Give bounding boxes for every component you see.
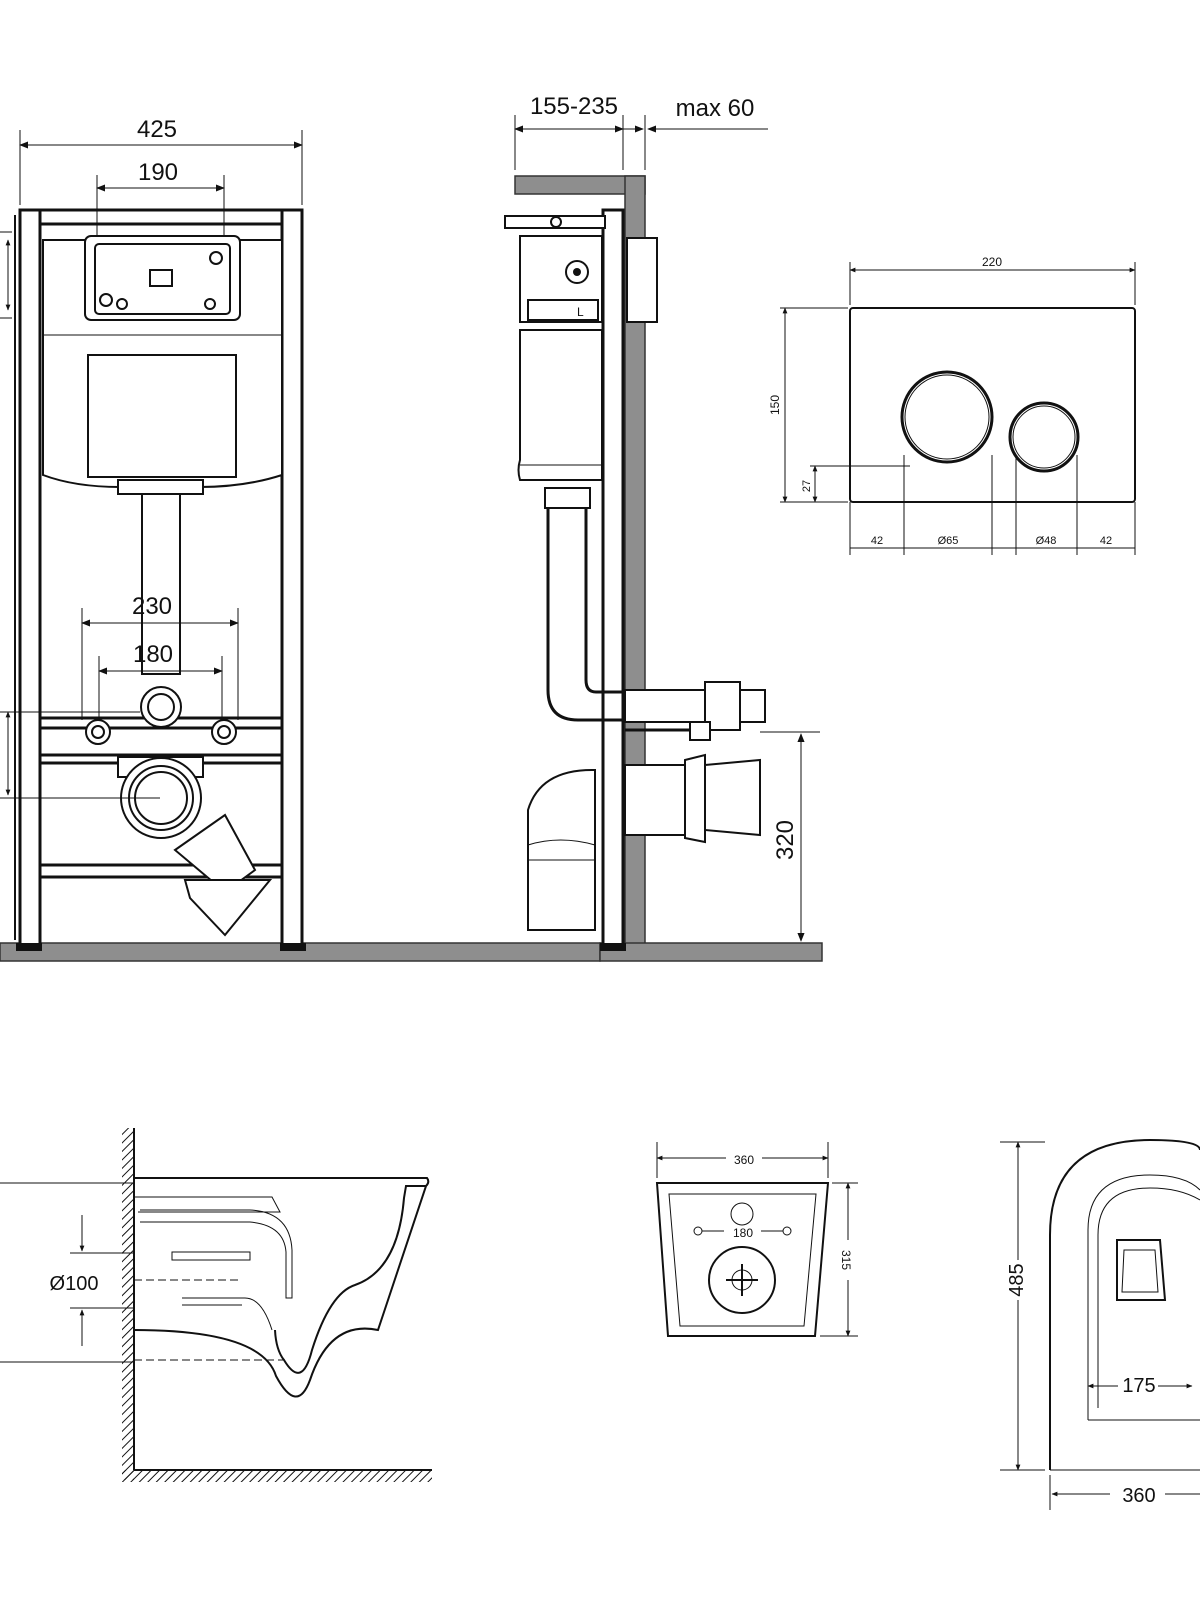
toilet-top-view: 485 175 360	[1000, 1138, 1200, 1510]
frame-upright-left	[18, 208, 42, 950]
toilet-rear-view: 180 360 315	[655, 1142, 858, 1337]
top-outlet	[1116, 1239, 1167, 1301]
dim-margin-left: 42	[871, 535, 883, 547]
dim-rear-bolts: 180	[733, 1226, 753, 1240]
dim-panel-width: 190	[138, 159, 178, 186]
waste-bend-side	[527, 769, 596, 931]
dim-top-length: 485	[1006, 1263, 1028, 1296]
dim-button-small: Ø48	[1036, 535, 1057, 547]
dim-rear-height: 315	[839, 1250, 853, 1270]
frame-front-view: 425 190 230 180	[0, 116, 601, 962]
dim-plate-width: 220	[982, 255, 1002, 269]
rear-outline	[655, 1182, 830, 1337]
flush-plate-drawing: 220 150 27 42 Ø65 Ø48 42	[768, 255, 1136, 555]
frame-upright-side	[601, 208, 625, 950]
waste-connector	[624, 764, 686, 836]
dim-plate-height: 150	[768, 395, 782, 415]
bowl-outline	[133, 1177, 430, 1398]
flush-button-box	[626, 237, 658, 323]
dim-depth-range: 155-235	[530, 93, 618, 120]
dim-bolt-outer: 230	[132, 593, 172, 620]
flush-button-small[interactable]	[1008, 401, 1080, 473]
dim-button-large: Ø65	[938, 535, 959, 547]
flush-button-large[interactable]	[900, 370, 994, 464]
frame-side-view: L 155-235 max 60 320	[504, 93, 823, 962]
dim-margin-right: 42	[1100, 535, 1112, 547]
dim-plate-offset: 27	[801, 480, 813, 492]
rear-outlet	[708, 1246, 776, 1314]
top-outline	[1049, 1138, 1200, 1470]
floor-side	[599, 942, 823, 962]
dim-outlet-diameter: Ø100	[50, 1273, 99, 1295]
dim-rear-width: 360	[734, 1153, 754, 1167]
dim-top-width: 360	[1122, 1485, 1155, 1507]
cistern-panel	[87, 354, 237, 478]
wall-hatch	[122, 1128, 134, 1480]
svg-text:L: L	[577, 305, 584, 319]
dim-outlet-height: 320	[772, 820, 799, 860]
dim-top-inner-width: 175	[1122, 1375, 1155, 1397]
cistern-side	[517, 329, 603, 481]
dim-frame-width: 425	[137, 116, 177, 143]
frame-upright-right	[280, 208, 304, 950]
dim-wall-max: max 60	[676, 95, 755, 122]
toilet-side-section: Ø100	[0, 1128, 432, 1482]
dim-bolt-inner: 180	[133, 641, 173, 668]
floor-hatch	[122, 1470, 432, 1482]
